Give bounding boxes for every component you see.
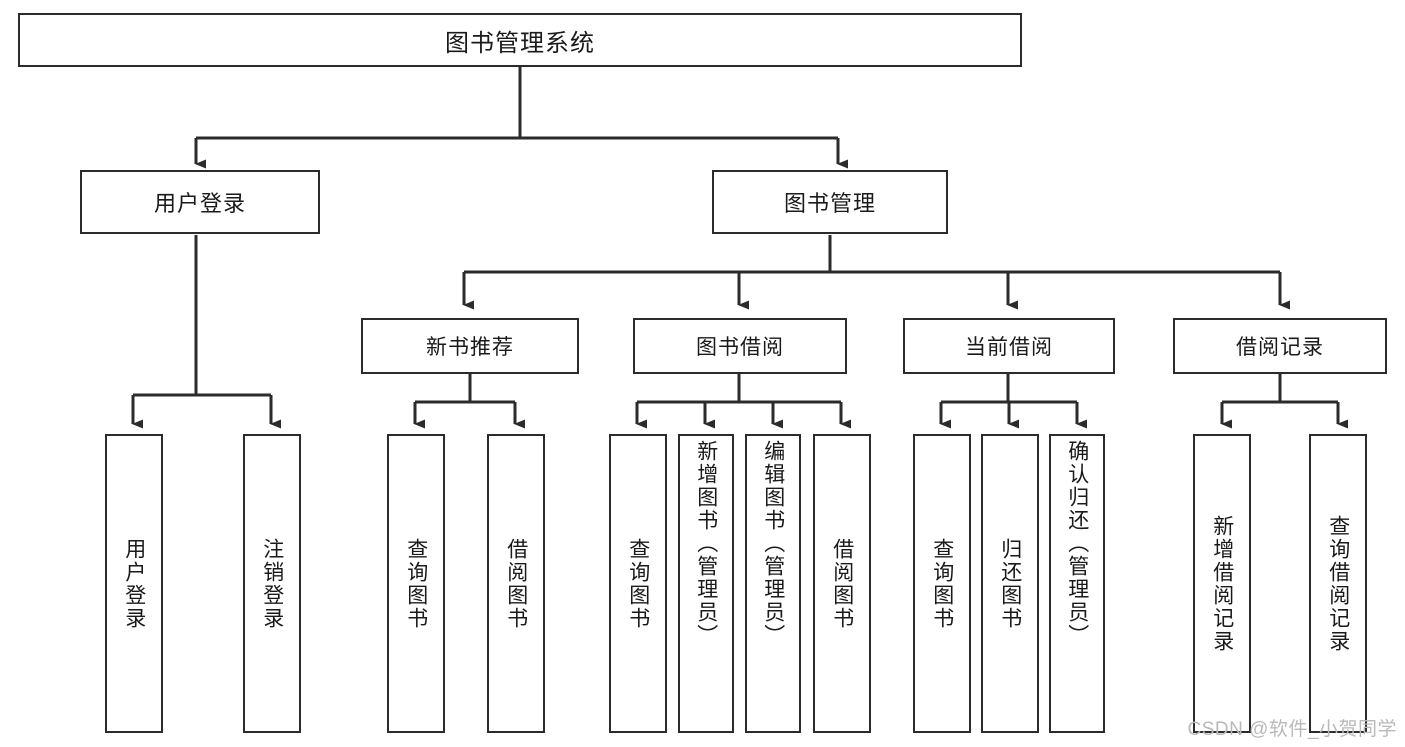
node-user-login-label: 用户登录 — [153, 191, 246, 216]
leaf-query-record-label: 查询借阅记录 — [1326, 514, 1350, 653]
leaf-borrow-book-2-label: 借阅图书 — [830, 537, 854, 630]
leaf-add-book-label: 新增图书（管理员） — [694, 440, 718, 647]
leaf-edit-book[interactable]: 编辑图书（管理员） — [745, 434, 801, 733]
node-current-borrow[interactable]: 当前借阅 — [903, 318, 1115, 374]
node-root[interactable]: 图书管理系统 — [18, 13, 1022, 67]
node-new-book-rec-label: 新书推荐 — [426, 336, 514, 359]
leaf-confirm-return[interactable]: 确认归还（管理员） — [1049, 434, 1105, 733]
leaf-add-book[interactable]: 新增图书（管理员） — [678, 434, 734, 733]
leaf-logout[interactable]: 注销登录 — [243, 434, 301, 733]
leaf-query-book-3-label: 查询图书 — [930, 537, 954, 630]
node-borrow-record[interactable]: 借阅记录 — [1173, 318, 1387, 374]
node-borrow-record-label: 借阅记录 — [1236, 336, 1324, 359]
leaf-add-record-label: 新增借阅记录 — [1210, 514, 1234, 653]
node-book-borrow[interactable]: 图书借阅 — [633, 318, 847, 374]
leaf-add-record[interactable]: 新增借阅记录 — [1193, 434, 1251, 733]
leaf-query-book-2[interactable]: 查询图书 — [609, 434, 667, 733]
leaf-edit-book-label: 编辑图书（管理员） — [761, 440, 785, 647]
leaf-return-book[interactable]: 归还图书 — [981, 434, 1039, 733]
node-current-borrow-label: 当前借阅 — [965, 336, 1053, 359]
node-new-book-rec[interactable]: 新书推荐 — [361, 318, 579, 374]
leaf-return-book-label: 归还图书 — [998, 537, 1022, 630]
node-root-label: 图书管理系统 — [445, 29, 595, 57]
leaf-query-record[interactable]: 查询借阅记录 — [1309, 434, 1367, 733]
leaf-borrow-book-1-label: 借阅图书 — [504, 537, 528, 630]
node-user-login[interactable]: 用户登录 — [80, 170, 320, 234]
leaf-borrow-book-2[interactable]: 借阅图书 — [813, 434, 871, 733]
leaf-borrow-book-1[interactable]: 借阅图书 — [487, 434, 545, 733]
leaf-query-book-3[interactable]: 查询图书 — [913, 434, 971, 733]
leaf-user-login-label: 用户登录 — [122, 537, 146, 630]
leaf-confirm-return-label: 确认归还（管理员） — [1065, 440, 1089, 647]
leaf-query-book-1-label: 查询图书 — [404, 537, 428, 630]
watermark-text: CSDN @软件_小贺同学 — [1187, 719, 1397, 740]
node-book-manage-label: 图书管理 — [783, 191, 876, 216]
leaf-logout-label: 注销登录 — [260, 537, 284, 630]
node-book-manage[interactable]: 图书管理 — [712, 170, 948, 234]
leaf-user-login[interactable]: 用户登录 — [105, 434, 163, 733]
leaf-query-book-2-label: 查询图书 — [626, 537, 650, 630]
leaf-query-book-1[interactable]: 查询图书 — [387, 434, 445, 733]
node-book-borrow-label: 图书借阅 — [696, 336, 784, 359]
